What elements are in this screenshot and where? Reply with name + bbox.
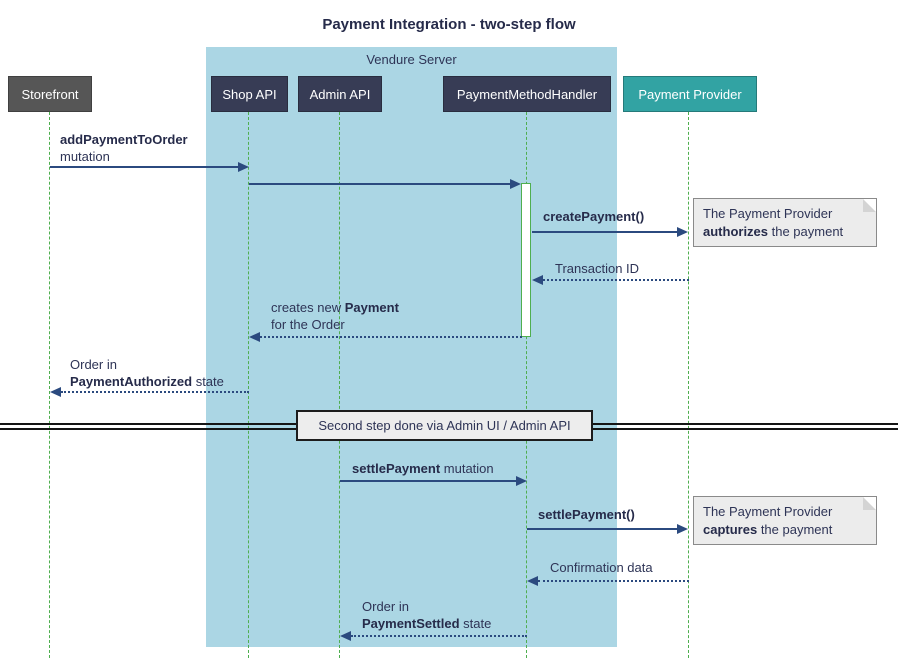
arrowhead-icon [340,631,351,641]
participant-storefront: Storefront [8,76,92,112]
message-label-create-payment: createPayment() [543,209,645,224]
message-label-add-payment-to-order: addPaymentToOrder mutation [60,132,188,164]
vendure-server-frame [206,47,617,647]
arrowhead-icon [532,275,543,285]
message-label-transaction-id: Transaction ID [555,261,640,276]
message-label-payment-authorized: Order in PaymentAuthorized state [70,357,224,389]
participant-admin-api: Admin API [298,76,382,112]
message-arrow-shop-to-handler [249,183,511,185]
divider-second-step: Second step done via Admin UI / Admin AP… [296,410,593,441]
note-fold-icon [863,199,876,212]
participant-shop-api: Shop API [211,76,288,112]
participant-payment-provider: Payment Provider [623,76,757,112]
arrowhead-icon [510,179,521,189]
message-arrow-payment-settled [351,635,527,637]
arrowhead-icon [50,387,61,397]
message-label-payment-settled: Order in PaymentSettled state [362,599,492,631]
participant-shop-api-label: Shop API [222,86,277,102]
activation-bar-payment-method-handler [521,183,531,337]
participant-payment-provider-label: Payment Provider [638,86,742,102]
lifeline-storefront [49,112,50,658]
note-authorizes-payment: The Payment Provider authorizes the paym… [693,198,877,247]
lifeline-admin-api [339,112,340,658]
arrowhead-icon [527,576,538,586]
message-label-creates-payment: creates new Payment for the Order [271,300,399,332]
message-label-settle-payment-call: settlePayment() [538,507,635,522]
participant-storefront-label: Storefront [21,86,79,102]
message-arrow-transaction-id [543,279,689,281]
message-arrow-settle-payment-mutation [340,480,517,482]
message-arrow-create-payment [532,231,678,233]
participant-payment-method-handler: PaymentMethodHandler [443,76,611,112]
participant-payment-method-handler-label: PaymentMethodHandler [456,86,598,102]
vendure-server-frame-label: Vendure Server [366,52,457,67]
arrowhead-icon [677,227,688,237]
arrowhead-icon [249,332,260,342]
lifeline-payment-provider [688,112,689,658]
message-arrow-settle-payment-call [527,528,678,530]
lifeline-shop-api [248,112,249,658]
message-arrow-payment-authorized [61,391,249,393]
arrowhead-icon [238,162,249,172]
diagram-title: Payment Integration - two-step flow [322,16,576,33]
lifeline-payment-method-handler [526,112,527,658]
arrowhead-icon [677,524,688,534]
note-captures-payment: The Payment Provider captures the paymen… [693,496,877,545]
message-label-settle-payment-mutation: settlePayment mutation [352,461,494,476]
participant-admin-api-label: Admin API [309,86,371,102]
message-arrow-confirmation-data [538,580,689,582]
message-arrow-creates-payment [260,336,522,338]
arrowhead-icon [516,476,527,486]
note-fold-icon [863,497,876,510]
message-arrow-add-payment-to-order [50,166,239,168]
message-label-confirmation-data: Confirmation data [550,560,653,575]
